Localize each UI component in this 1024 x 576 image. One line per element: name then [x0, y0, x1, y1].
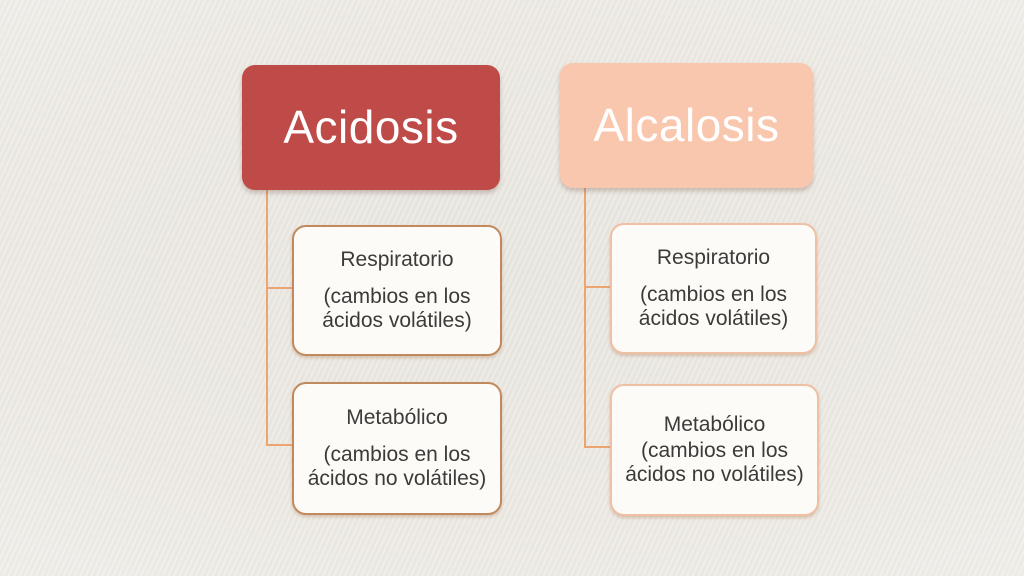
acidosis-respiratorio-title: Respiratorio: [340, 248, 454, 271]
acidosis-connector-stub-respiratorio: [266, 287, 292, 289]
alcalosis-connector-vertical-line: [584, 188, 586, 448]
acidosis-connector-vertical-line: [266, 190, 268, 446]
alcalosis-header-label: Alcalosis: [593, 98, 780, 151]
alcalosis-respiratorio-title: Respiratorio: [656, 246, 771, 269]
acidosis-respiratorio-box: Respiratorio (cambios en los ácidos volá…: [292, 225, 502, 356]
alcalosis-metabolico-box: Metabólico (cambios en los ácidos no vol…: [610, 384, 819, 516]
alcalosis-connector-stub-metabolico: [584, 446, 610, 448]
alcalosis-metabolico-title: Metabólico: [663, 413, 766, 436]
acidosis-metabolico-subtitle: (cambios en los ácidos no volátiles): [307, 443, 487, 490]
acidosis-metabolico-title: Metabólico: [346, 406, 448, 429]
acidosis-header-label: Acidosis: [283, 100, 459, 153]
alcalosis-respiratorio-subtitle: (cambios en los ácidos volátiles): [638, 283, 789, 330]
alcalosis-connector-stub-respiratorio: [584, 286, 610, 288]
alcalosis-header-box: Alcalosis: [560, 63, 813, 188]
acidosis-respiratorio-subtitle: (cambios en los ácidos volátiles): [322, 285, 472, 332]
alcalosis-respiratorio-box: Respiratorio (cambios en los ácidos volá…: [610, 223, 817, 354]
acidosis-header-box: Acidosis: [242, 65, 500, 190]
acidosis-connector-stub-metabolico: [266, 444, 292, 446]
acidosis-metabolico-box: Metabólico (cambios en los ácidos no vol…: [292, 382, 502, 515]
alcalosis-metabolico-subtitle: (cambios en los ácidos no volátiles): [625, 439, 804, 486]
